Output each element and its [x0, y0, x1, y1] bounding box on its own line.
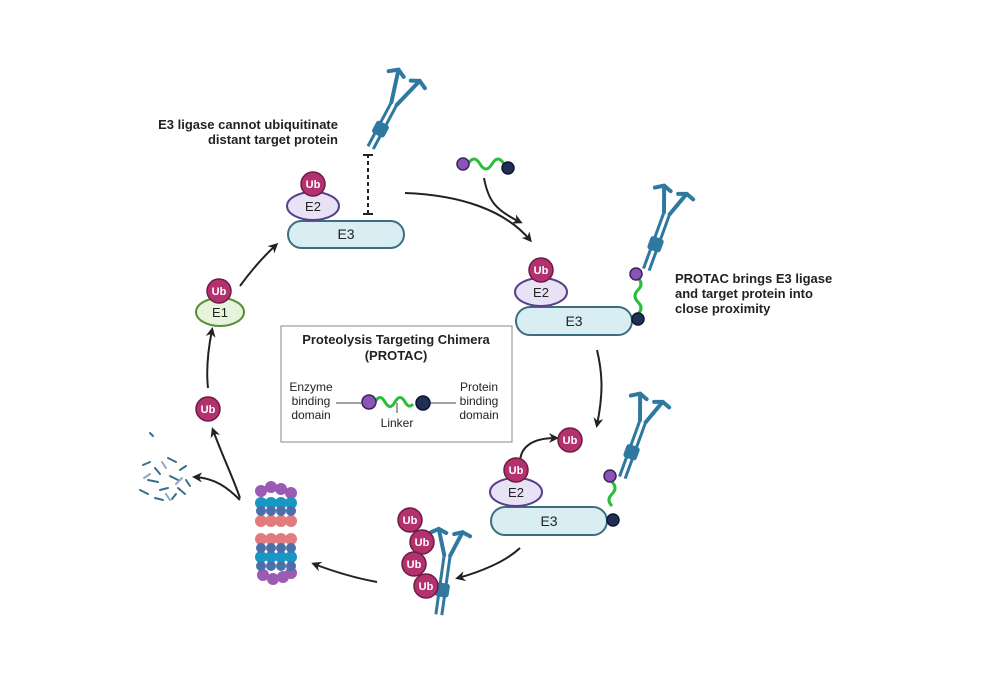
- free-protac-protein-ball: [501, 161, 515, 175]
- polyub-2: [409, 529, 435, 555]
- ub-released: [557, 427, 583, 453]
- ub-lower: [503, 457, 529, 483]
- ub-right: [528, 257, 554, 283]
- arrow-bottom-left: [455, 547, 521, 581]
- polyub-4: [413, 573, 439, 599]
- arrow-to-e1: [205, 327, 216, 389]
- e3-right-label: E3: [565, 313, 582, 329]
- ub-top: [300, 171, 326, 197]
- arrow-to-free-ub: [210, 427, 241, 499]
- arrow-ub-release: [519, 433, 559, 464]
- target-protein-top: [366, 67, 427, 150]
- ub-free: [195, 396, 221, 422]
- note-protac-brings: PROTAC brings E3 ligase and target prote…: [675, 271, 833, 316]
- ub-e1: [206, 278, 232, 304]
- polyub-1: [397, 507, 423, 533]
- ub-top-label: Ub: [306, 179, 321, 191]
- free-protac-linker: [466, 157, 506, 171]
- legend-linker-label: Linker: [380, 416, 414, 430]
- protac-linker-right: [633, 276, 643, 316]
- target-protein-right: [642, 183, 696, 272]
- arrow-top-right: [404, 192, 532, 243]
- ub-e1-label: Ub: [212, 286, 227, 298]
- e3-top-label: E3: [337, 226, 354, 242]
- arrow-right-down: [593, 349, 604, 428]
- ub-released-label: Ub: [563, 435, 578, 447]
- polyub-3: [401, 551, 427, 577]
- legend-enzyme-ball: [361, 394, 377, 410]
- arrow-to-e2e3: [239, 242, 279, 287]
- peptide-fragments: [139, 432, 191, 501]
- legend-box: [280, 325, 513, 443]
- protac-protein-ball-lower: [606, 513, 620, 527]
- e3-top: [287, 220, 405, 249]
- target-protein-lower: [618, 391, 672, 480]
- svg-text:Ub: Ub: [415, 537, 430, 549]
- svg-text:Ub: Ub: [407, 559, 422, 571]
- protac-protein-ball-right: [631, 312, 645, 326]
- e2-right-label: E2: [533, 285, 549, 300]
- legend-title-line2: (PROTAC): [365, 348, 428, 363]
- peptide-fragments-light: [143, 461, 183, 501]
- protac-enzyme-ball-right: [629, 267, 643, 281]
- target-protein-bottom: [428, 526, 473, 616]
- legend-protein-ball: [415, 395, 431, 411]
- protac-linker-lower: [607, 480, 617, 508]
- arrow-protac-in: [483, 177, 523, 224]
- e2-lower-label: E2: [508, 485, 524, 500]
- arrow-to-fragments: [192, 472, 241, 501]
- protac-enzyme-ball-lower: [603, 469, 617, 483]
- e1-label: E1: [212, 305, 228, 320]
- ub-right-label: Ub: [534, 265, 549, 277]
- note-cannot-ubiquitinate: E3 ligase cannot ubiquitinate distant ta…: [158, 117, 338, 147]
- svg-text:Ub: Ub: [403, 515, 418, 527]
- ub-lower-label: Ub: [509, 465, 524, 477]
- proteasome: [255, 481, 297, 585]
- legend-title-line1: Proteolysis Targeting Chimera: [302, 332, 490, 347]
- legend-protein-label: Protein binding domain: [459, 380, 499, 422]
- arrow-to-proteasome: [311, 561, 378, 583]
- ub-free-label: Ub: [201, 404, 216, 416]
- legend-enzyme-label: Enzyme binding domain: [289, 380, 333, 422]
- free-protac-enzyme-ball: [456, 157, 470, 171]
- svg-text:Ub: Ub: [419, 581, 434, 593]
- legend-linker: [373, 396, 415, 408]
- e3-lower-label: E3: [540, 513, 557, 529]
- e2-top-label: E2: [305, 199, 321, 214]
